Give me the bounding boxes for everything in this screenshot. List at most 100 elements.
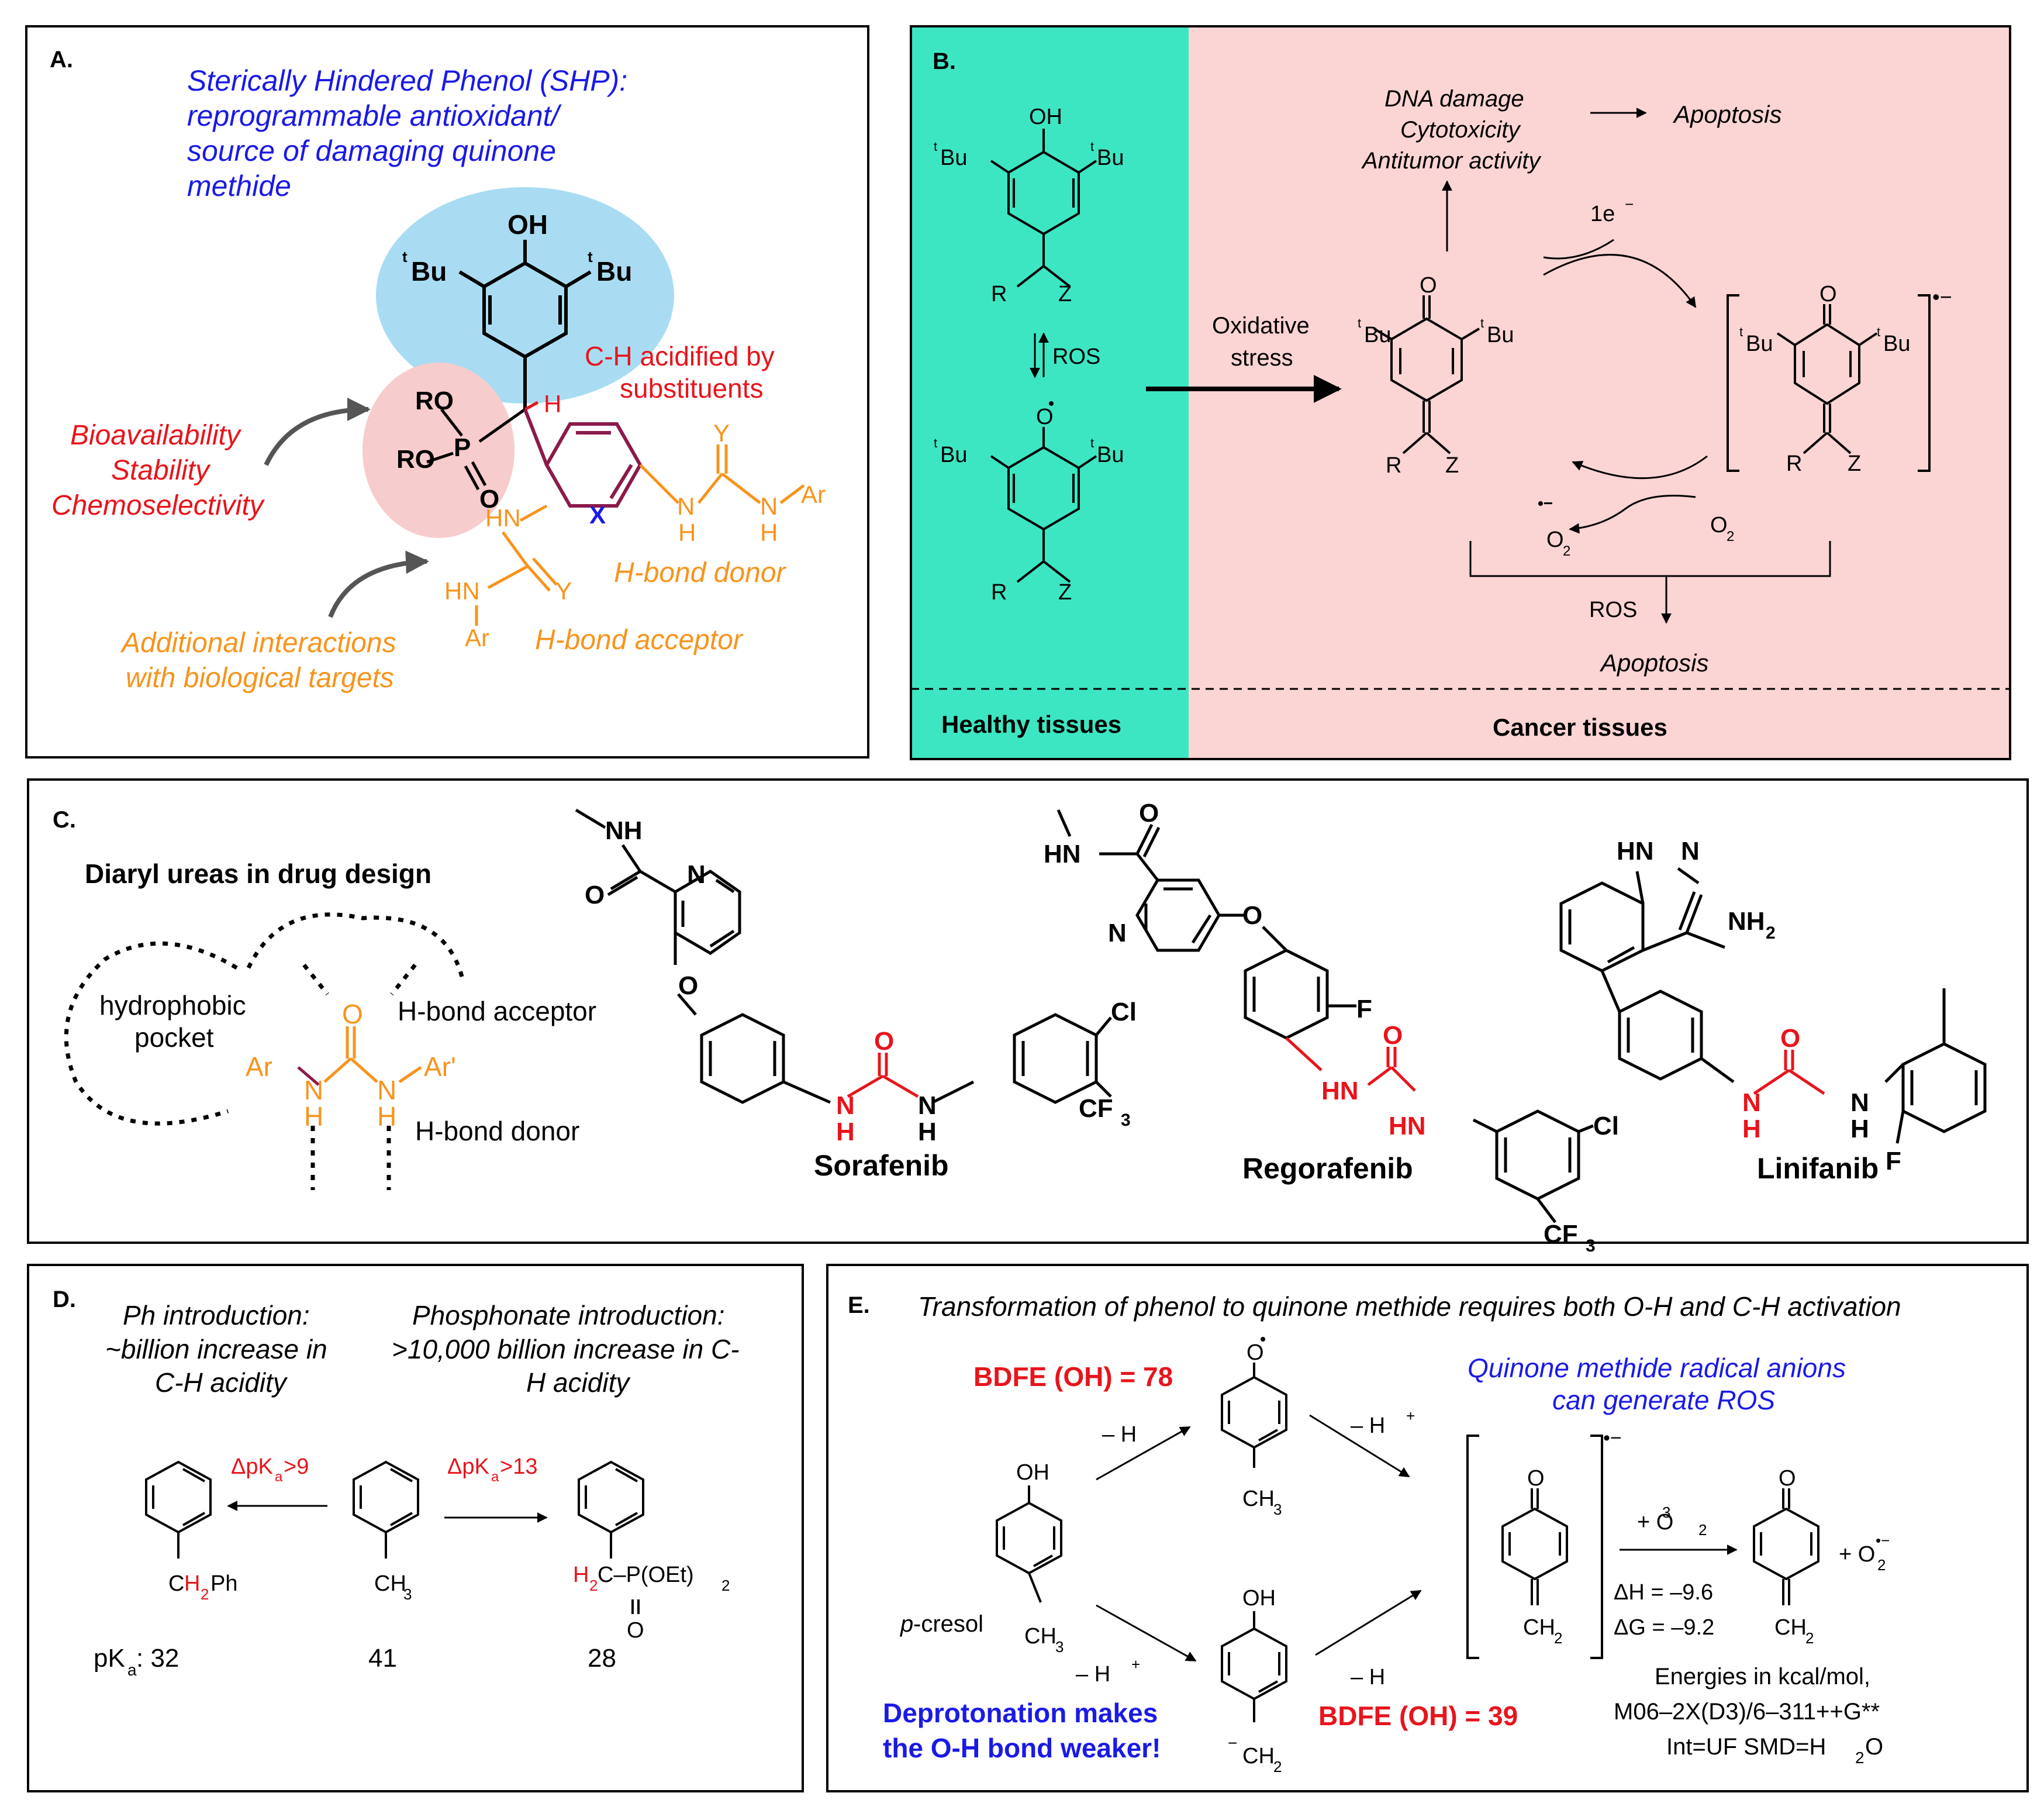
anion-ch2-sub: 2 <box>1273 1758 1282 1775</box>
apoptosis-bottom-text: Apoptosis <box>1599 649 1708 677</box>
sorafenib-o-ether: O <box>678 971 698 1000</box>
cresol-ch3: CH <box>1024 1624 1056 1649</box>
antitumor-text: Antitumor activity <box>1361 148 1542 174</box>
cresol-name: -cresol <box>913 1611 983 1637</box>
generic-urea-bonds <box>323 1026 422 1084</box>
ra-charge: •− <box>1932 285 1952 309</box>
o-label: O <box>479 485 499 513</box>
healthy-tissues-label: Healthy tissues <box>941 711 1121 738</box>
ra-tbu-right: Bu <box>1883 332 1910 356</box>
bp-sub: 2 <box>721 1577 730 1594</box>
phenoxyl-r: R <box>991 580 1007 605</box>
sorafenib-urea-n1: N <box>836 1091 855 1120</box>
ros-label-2: ROS <box>1589 598 1637 622</box>
regorafenib-urea-hn2: HN <box>1389 1112 1426 1140</box>
urea-n2: N <box>377 1075 396 1105</box>
linifanib-f: F <box>1886 1147 1901 1175</box>
dpka-p-sub: a <box>491 1469 499 1485</box>
chph-h: H <box>184 1571 200 1596</box>
urea-n1: N <box>304 1075 323 1105</box>
qm-e-o: O <box>1527 1466 1545 1491</box>
phenol-ring <box>458 240 592 409</box>
bp-h-sub: 2 <box>589 1577 598 1594</box>
sorafenib-urea-h2: H <box>918 1118 937 1146</box>
right-urea-y: Y <box>713 419 730 447</box>
ro-label-2: RO <box>396 445 435 474</box>
regorafenib-cf-sub: 3 <box>1586 1236 1596 1256</box>
regorafenib-hn: HN <box>1044 840 1081 868</box>
superoxide-e-sub: 2 <box>1877 1556 1886 1574</box>
pka-label: pK <box>94 1644 125 1673</box>
panel-a-label: A. <box>50 47 73 73</box>
right-urea-bonds <box>639 444 805 504</box>
left-urea-y: Y <box>555 577 572 605</box>
phenoxyl-tbu-left: Bu <box>940 443 967 467</box>
shp-line-2: reprogrammable antioxidant/ <box>187 99 562 132</box>
bdfe-39: BDFE (OH) = 39 <box>1318 1701 1518 1731</box>
phosphonate-intro-line-2: >10,000 billion increase in C- <box>392 1334 740 1364</box>
x-label: X <box>589 501 606 529</box>
chph-ph: Ph <box>210 1571 237 1596</box>
triplet-sub: 2 <box>1698 1521 1707 1539</box>
phenol-z: Z <box>1058 282 1072 306</box>
tbu-superscript-right: t <box>588 248 593 266</box>
shp-highlight-blob <box>376 187 674 404</box>
sorafenib-urea <box>847 1053 919 1098</box>
regorafenib-o1: O <box>1139 799 1159 828</box>
h-bond-donor-c: H-bond donor <box>415 1116 579 1146</box>
pka-sub: a <box>127 1661 137 1679</box>
bp-h: H <box>573 1563 589 1587</box>
chph-c: C <box>168 1571 184 1596</box>
left-urea-hn: HN <box>485 504 521 532</box>
cancer-tissues-label: Cancer tissues <box>1493 713 1667 741</box>
deprotonation-radical-arrow <box>1309 1414 1410 1478</box>
bio-arrow <box>264 398 371 466</box>
panel-d-label: D. <box>53 1287 76 1312</box>
dpka-ph-value: >9 <box>284 1454 309 1479</box>
o2-regeneration-arrow <box>1572 455 1708 480</box>
cresol-ch3-sub: 3 <box>1055 1638 1064 1656</box>
plus-o2-triplet: + O <box>1637 1510 1673 1535</box>
sorafenib-cl: Cl <box>1111 998 1137 1026</box>
regorafenib-structure <box>1056 809 1594 1223</box>
minus-h-plus-sup: + <box>1131 1656 1140 1673</box>
right-urea-n2: N <box>760 492 778 520</box>
minus-h-top: – H <box>1102 1422 1137 1447</box>
sorafenib-urea-o: O <box>874 1027 894 1056</box>
shp-line-4: methide <box>187 170 291 202</box>
right-urea-n1: N <box>677 492 695 520</box>
linifanib-name: Linifanib <box>1757 1152 1879 1185</box>
panel-e-label: E. <box>848 1292 870 1318</box>
hydrophobic-text: hydrophobic <box>99 990 246 1020</box>
ph-intro-line-3: C-H acidity <box>155 1367 288 1398</box>
toluene-sub: 3 <box>403 1585 412 1603</box>
phenol-tbu-right: Bu <box>1097 146 1124 170</box>
energies-line-3-o: O <box>1865 1734 1883 1760</box>
regorafenib-urea-hn1: HN <box>1321 1077 1359 1105</box>
qm-e-ch2-sub: 2 <box>1554 1629 1562 1647</box>
cresyl-radical-structure <box>1221 1363 1287 1468</box>
qm-n-o: O <box>1779 1466 1796 1491</box>
stability-text: Stability <box>111 455 211 486</box>
phosphonate-intro-line-1: Phosphonate introduction: <box>412 1300 725 1330</box>
phenoxyl-o: O <box>1036 405 1054 429</box>
ph-intro-line-2: ~billion increase in <box>105 1334 327 1364</box>
panel-d: D. Ph introduction: ~billion increase in… <box>27 1264 804 1792</box>
deprotonation-line-1: Deprotonation makes <box>883 1698 1158 1728</box>
panel-c-border <box>27 778 2029 1244</box>
sorafenib-name: Sorafenib <box>814 1149 949 1182</box>
cancer-tissue-background <box>1189 26 2010 759</box>
sorafenib-structure <box>575 808 1112 1104</box>
cresol-p: p <box>900 1611 913 1637</box>
regorafenib-urea <box>1285 1037 1416 1092</box>
ar-n-bond <box>297 1066 320 1086</box>
delta-g: ΔG = –9.2 <box>1614 1615 1714 1640</box>
right-urea-h1: H <box>678 519 696 546</box>
ch-acidified-line-2: substituents <box>620 373 763 404</box>
radical-o: O <box>1247 1340 1264 1365</box>
bp-cpoet: C–P(OEt) <box>598 1563 694 1587</box>
linifanib-urea-h2: H <box>1850 1115 1869 1143</box>
urea-ar: Ar <box>246 1051 272 1082</box>
sorafenib-o1: O <box>585 881 605 909</box>
phenol-t-right: t <box>1090 139 1094 154</box>
